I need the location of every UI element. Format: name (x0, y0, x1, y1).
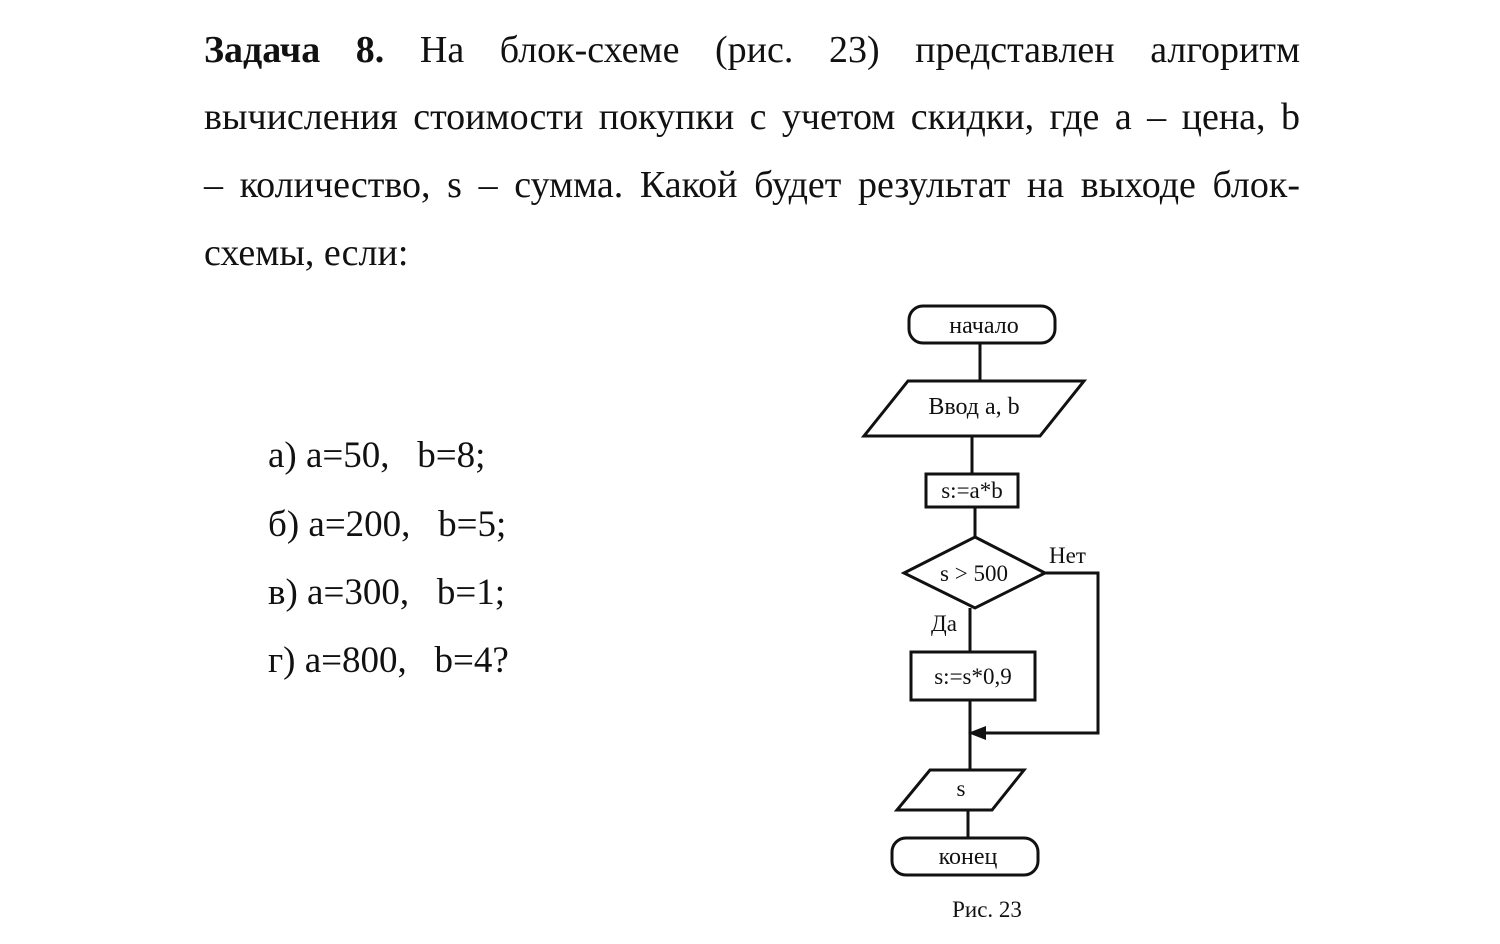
problem-line-2: вычисления стоимости покупки с учетом ск… (204, 96, 1300, 138)
output-label: s (957, 776, 966, 801)
no-label: Нет (1049, 543, 1086, 568)
start-label: начало (949, 313, 1018, 339)
end-terminal (890, 836, 1040, 877)
option-c: в) a=300, b=1; (268, 572, 505, 613)
start-terminal (907, 304, 1057, 345)
option-d: г) a=800, b=4? (268, 640, 509, 681)
condition-label: s > 500 (940, 561, 1008, 586)
problem-line-3: – количество, s – сумма. Какой будет рез… (204, 164, 1300, 206)
output-parallelogram (893, 768, 1028, 812)
end-label: конец (939, 844, 998, 870)
connector-no-branch (975, 571, 1100, 735)
problem-line-1: Задача 8. На блок-схеме (рис. 23) предст… (204, 30, 1300, 70)
discount-process (909, 650, 1037, 702)
discount-label: s:=s*0,9 (934, 664, 1012, 689)
figure-caption: Рис. 23 (952, 897, 1022, 922)
option-a: а) a=50, b=8; (268, 435, 486, 476)
merge-arrowhead (968, 726, 986, 740)
problem-title: Задача 8. (204, 29, 385, 71)
option-b: б) a=200, b=5; (268, 504, 507, 545)
assign-process (924, 472, 1020, 509)
input-label: Ввод a, b (928, 394, 1019, 420)
condition-decision (900, 535, 1049, 610)
problem-line-1-text: На блок-схеме (рис. 23) представлен алго… (419, 29, 1300, 71)
input-parallelogram (860, 379, 1088, 438)
assign-label: s:=a*b (941, 478, 1003, 503)
problem-line-4: схемы, если: (204, 232, 409, 274)
yes-label: Да (931, 611, 957, 636)
